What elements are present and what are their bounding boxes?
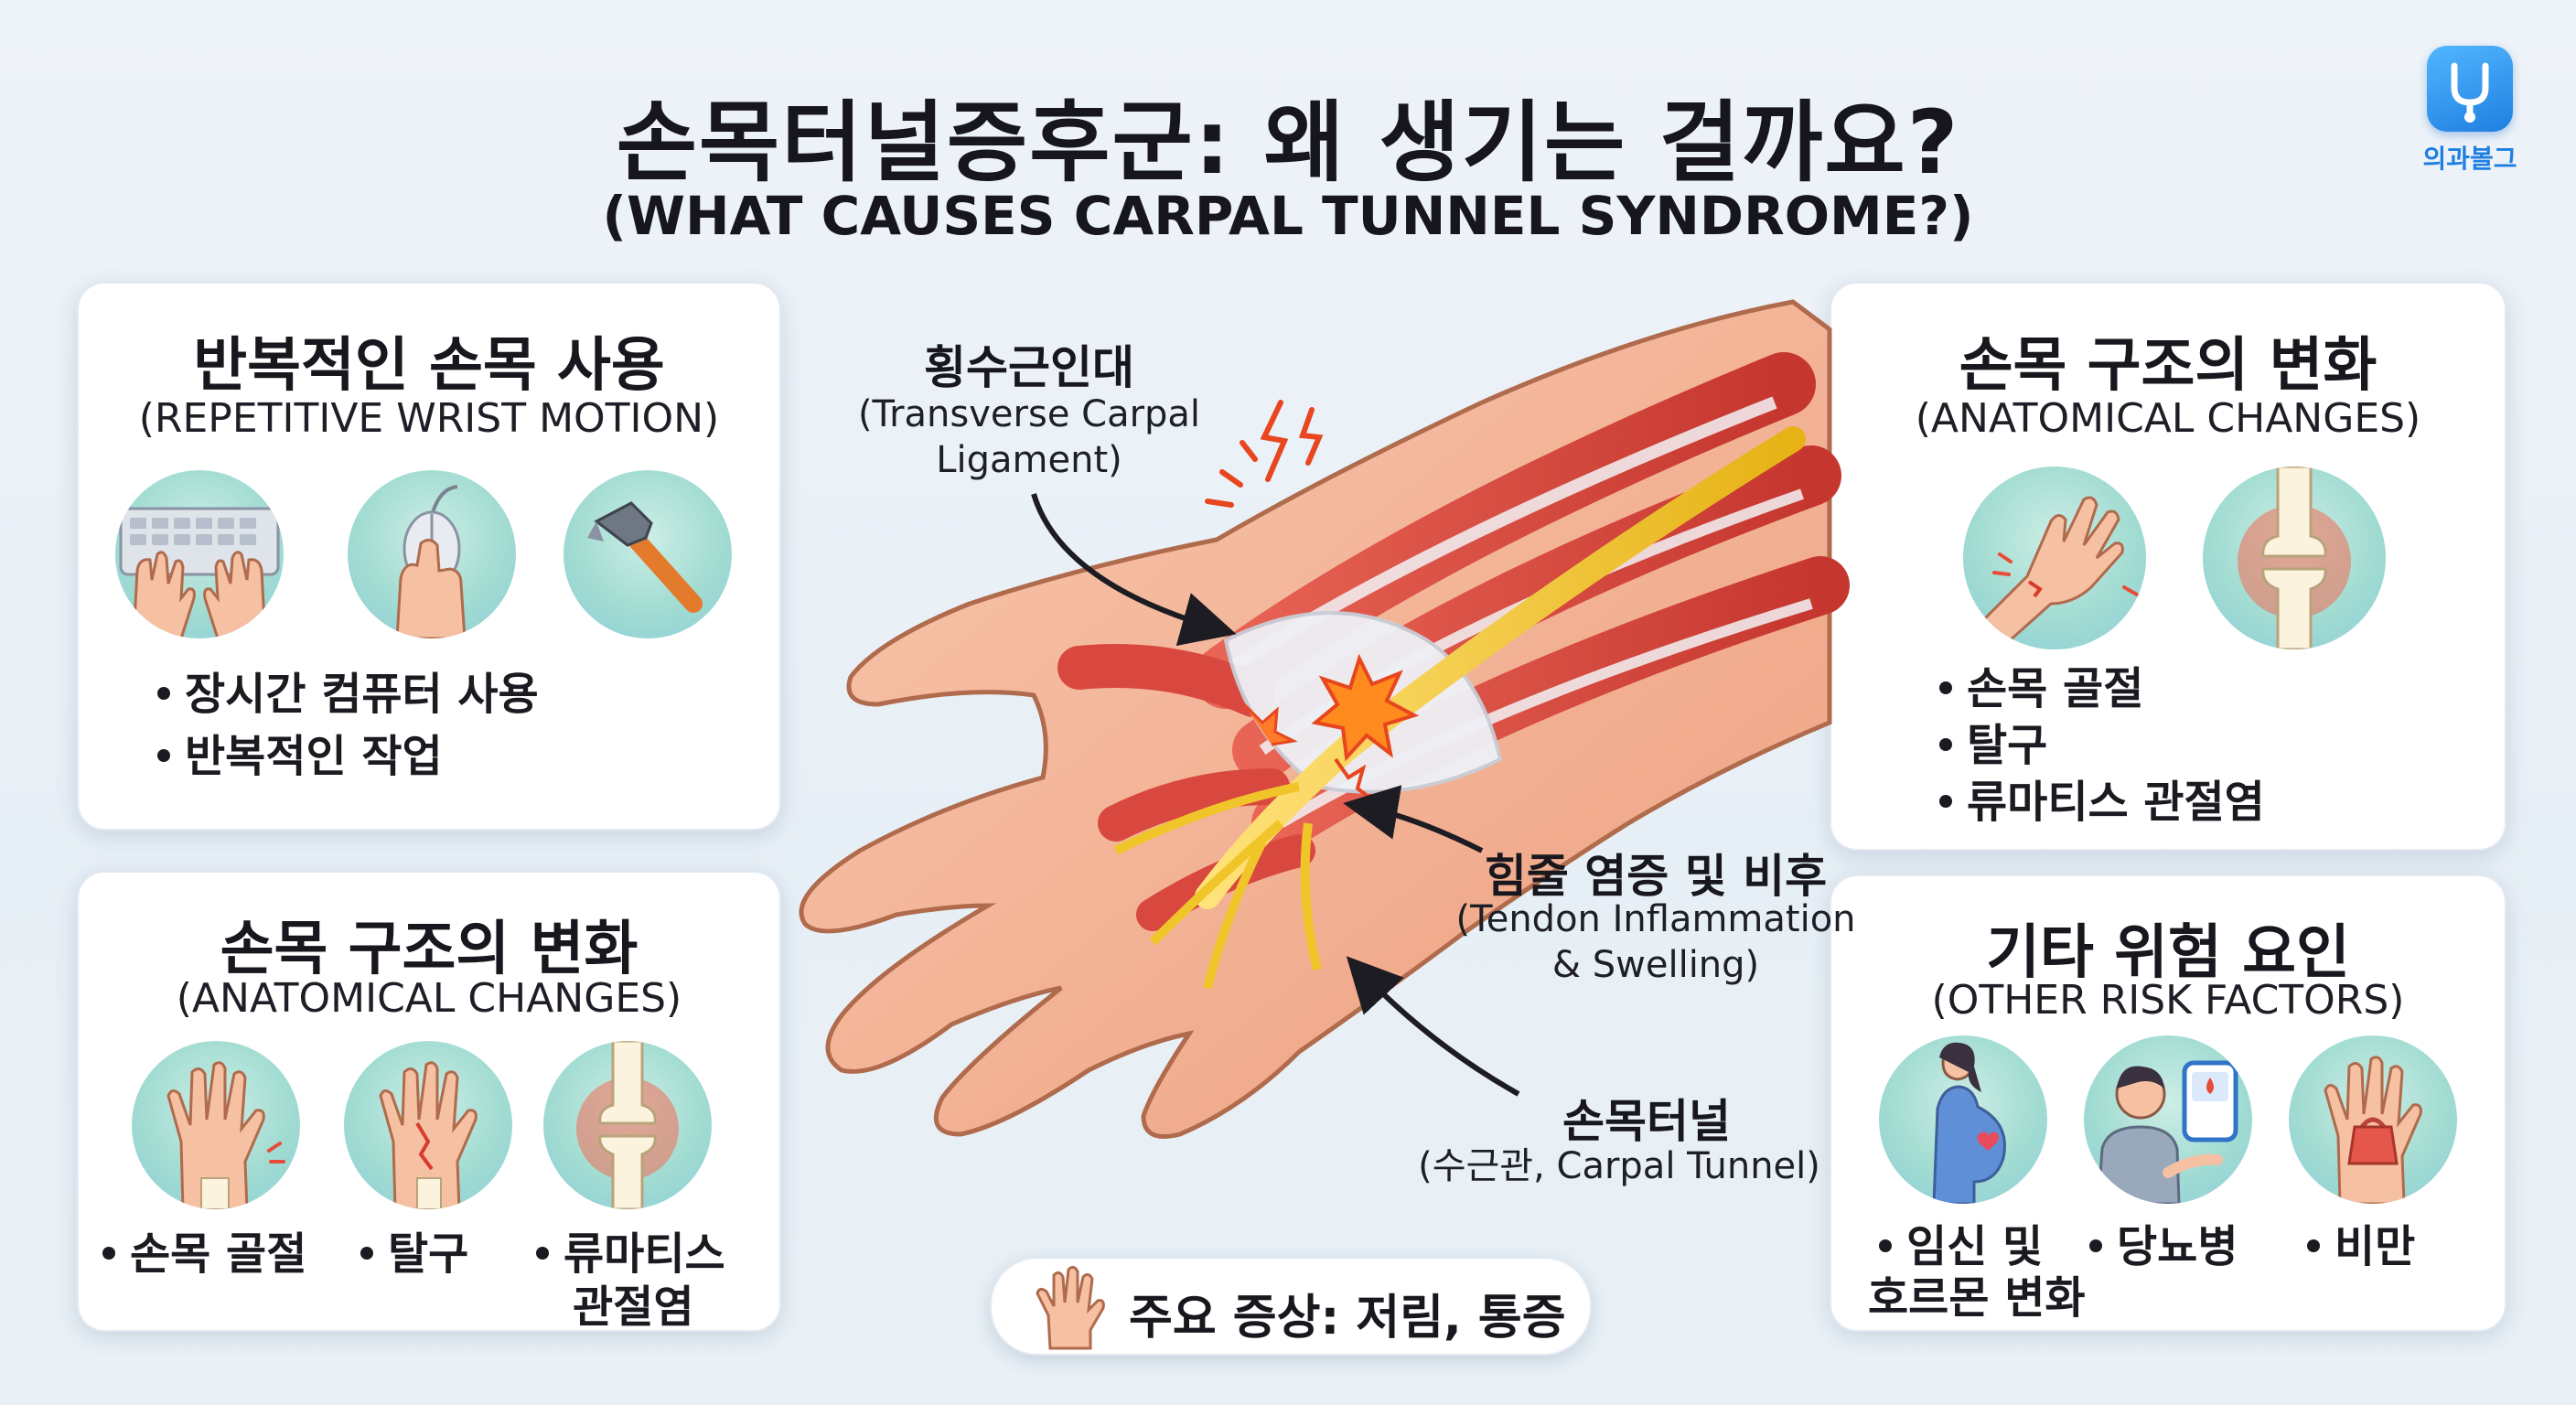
symptom-pill: 주요 증상: 저림, 통증: [990, 1257, 1592, 1356]
list-item: 반복적인 작업: [157, 730, 443, 783]
label-ligament-en-1: (Transverse Carpal: [857, 393, 1201, 435]
list-item: 임신 및: [1879, 1220, 2043, 1273]
transverse-carpal-ligament: [1223, 611, 1503, 794]
list-item-continued: 호르몬 변화: [1868, 1272, 2086, 1324]
brand-logo[interactable]: 의과볼그: [2415, 46, 2525, 176]
card-subtitle: (REPETITIVE WRIST MOTION): [138, 395, 720, 442]
raised-hand-icon: [1036, 1265, 1105, 1350]
card-subtitle: (ANATOMICAL CHANGES): [176, 975, 682, 1022]
weight-hand-icon: [2289, 1035, 2457, 1204]
list-item: 류마티스 관절염: [1939, 776, 2265, 829]
card-repetitive-motion: 반복적인 손목 사용 (REPETITIVE WRIST MOTION): [77, 282, 781, 831]
label-ligament-en-2: Ligament): [936, 439, 1122, 481]
card-other-risk-factors: 기타 위험 요인 (OTHER RISK FACTORS) 임신 및 호르몬 변…: [1830, 874, 2506, 1332]
label-tendon-en-1: (Tendon Inflammation: [1455, 898, 1856, 940]
list-item: 탈구: [360, 1228, 468, 1281]
list-item: 비만: [2307, 1220, 2415, 1273]
card-title: 손목 구조의 변화: [220, 916, 639, 983]
label-tendon: 힘줄 염증 및 비후: [1484, 850, 1828, 903]
label-carpal-tunnel: 손목터널: [1562, 1095, 1731, 1148]
inflamed-joint-icon: [2203, 467, 2386, 649]
label-tendon-en-2: & Swelling): [1551, 944, 1760, 986]
list-item: 장시간 컴퓨터 사용: [157, 668, 539, 721]
page-title: 손목터널증후군: 왜 생기는 걸까요?: [616, 91, 1960, 194]
card-anatomical-changes-right: 손목 구조의 변화 (ANATOMICAL CHANGES) 손목 골절 탈구 …: [1830, 282, 2506, 851]
card-title: 손목 구조의 변화: [1959, 332, 2377, 400]
compression-burst: [1311, 653, 1420, 762]
brand-name: 의과볼그: [2422, 144, 2517, 174]
card-title: 기타 위험 요인: [1986, 919, 2350, 987]
hammer-icon: [564, 470, 732, 638]
list-item: 탈구: [1939, 719, 2047, 772]
computer-mouse-icon: [348, 470, 516, 638]
stethoscope-icon: [2427, 46, 2513, 132]
pregnancy-icon: [1879, 1035, 2047, 1204]
card-subtitle: (OTHER RISK FACTORS): [1931, 977, 2405, 1024]
list-item: 류마티스: [536, 1228, 725, 1281]
card-title: 반복적인 손목 사용: [193, 332, 665, 400]
list-item: 손목 골절: [1939, 662, 2143, 715]
list-item: 손목 골절: [102, 1228, 306, 1281]
page-subtitle: (WHAT CAUSES CARPAL TUNNEL SYNDROME?): [602, 185, 1974, 247]
wrist-fracture-icon: [132, 1041, 300, 1209]
dislocation-icon: [344, 1041, 512, 1209]
card-subtitle: (ANATOMICAL CHANGES): [1915, 395, 2421, 442]
list-item-continued: 관절염: [573, 1282, 694, 1333]
label-ligament: 횡수근인대: [924, 341, 1134, 394]
keyboard-icon: [115, 470, 284, 638]
symptom-text: 주요 증상: 저림, 통증: [1129, 1291, 1566, 1346]
glucose-meter-icon: [2084, 1035, 2252, 1204]
injured-wrist-icon: [1963, 467, 2146, 649]
card-anatomical-changes-left: 손목 구조의 변화 (ANATOMICAL CHANGES) 손목 골절 탈구 …: [77, 871, 781, 1333]
arthritis-joint-icon: [543, 1041, 712, 1209]
label-carpal-tunnel-en: (수근관, Carpal Tunnel): [1418, 1145, 1820, 1187]
list-item: 당뇨병: [2089, 1220, 2238, 1273]
